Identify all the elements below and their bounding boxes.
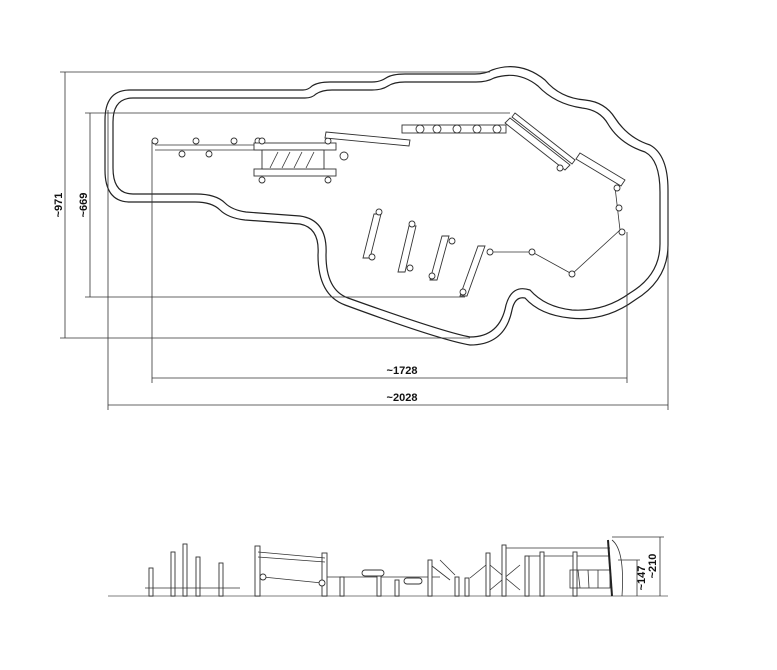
inner-depth-label: ~669 (78, 193, 90, 218)
dimension-inner-length: ~1728 (151, 140, 628, 383)
total-height-label: ~210 (647, 554, 659, 579)
platform-height-label: ~147 (636, 566, 648, 591)
dimension-inner-depth: ~669 (78, 112, 510, 298)
dimension-total-height: ~210 (612, 536, 664, 596)
overall-length-label: ~2028 (387, 392, 418, 404)
dimension-overall-length: ~2028 (107, 110, 669, 410)
dimension-platform-height: ~147 (618, 559, 648, 596)
equipment-layout (151, 112, 626, 297)
elevation-view: ~147 ~210 (108, 536, 668, 597)
inner-length-label: ~1728 (387, 365, 418, 377)
dimension-overall-depth: ~971 (53, 71, 490, 339)
overall-depth-label: ~971 (53, 193, 65, 218)
elevation-equipment (145, 539, 623, 597)
plan-view: ~971 ~669 ~1728 ~2028 (53, 66, 669, 410)
safety-zone-outer (104, 66, 669, 346)
safety-zone-inner (112, 74, 661, 338)
